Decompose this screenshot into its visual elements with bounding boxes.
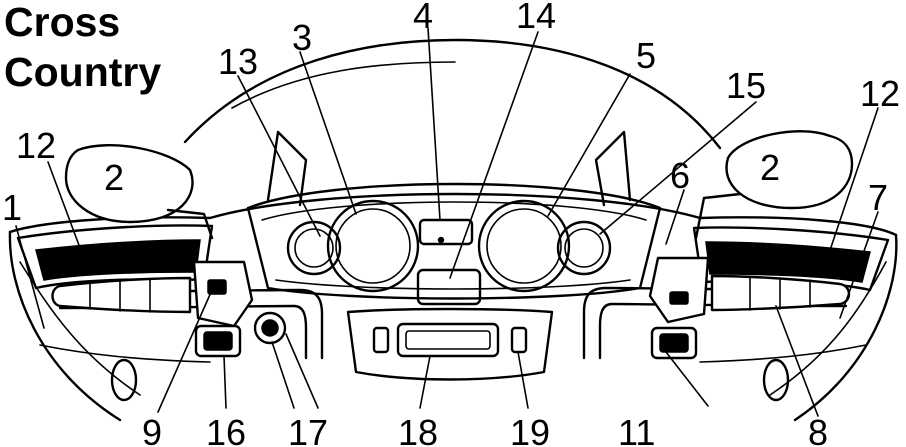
callout-2-right: 2 [760,147,780,188]
callout-12-right: 12 [860,73,900,114]
callout-2-left: 2 [104,157,124,198]
grip-left [51,276,192,314]
callout-3: 3 [292,17,312,58]
title-line-2: Country [4,49,161,95]
callout-14: 14 [516,0,556,36]
leader-lines [15,27,879,417]
callout-8: 8 [808,412,828,447]
ignition-switch [253,311,287,345]
callout-1: 1 [2,187,22,228]
callout-5: 5 [636,35,656,76]
mirror-left [64,144,214,240]
instrument-cluster [246,182,662,300]
right-switch-housing [648,256,710,360]
callout-6: 6 [670,155,690,196]
callout-12-left: 12 [16,125,56,166]
callout-13: 13 [218,41,258,82]
radio-panel [346,307,554,381]
display-screen [416,268,482,306]
callout-4: 4 [413,0,433,36]
callout-19: 19 [510,412,550,447]
callout-18: 18 [398,412,438,447]
mirror-right [694,130,854,240]
callout-9: 9 [142,412,162,447]
callout-16: 16 [206,412,246,447]
hand-guard-left [16,224,214,290]
tachometer-small-gauge [286,220,342,276]
windshield [183,38,722,150]
fuel-small-gauge [556,220,612,276]
callout-17: 17 [288,412,328,447]
callout-7: 7 [868,177,888,218]
title-line-1: Cross [4,0,120,45]
callout-15: 15 [726,65,766,106]
grip-right [710,274,851,312]
callout-11: 11 [618,412,655,447]
speedometer [326,199,420,293]
tachometer [477,199,571,293]
left-switch-housing [192,260,254,358]
indicator-lights-panel [418,218,474,246]
